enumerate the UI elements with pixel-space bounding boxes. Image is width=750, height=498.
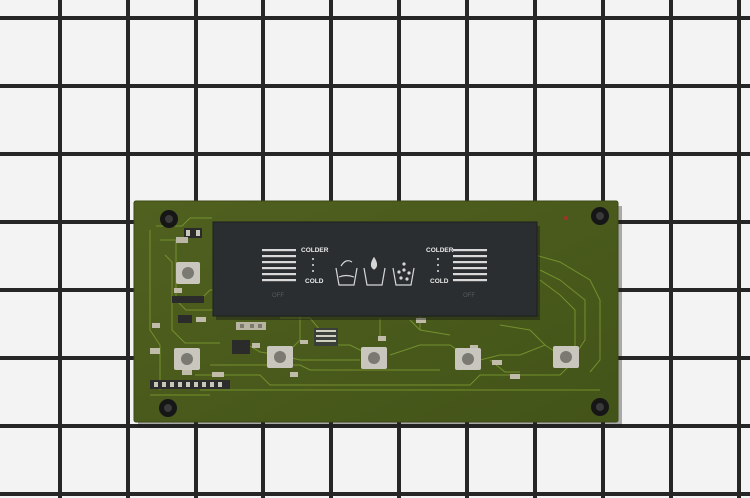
right-off-label: OFF xyxy=(463,293,475,299)
tactile-switches xyxy=(174,262,579,370)
right-cold-label: COLD xyxy=(430,278,449,285)
left-off-label: OFF xyxy=(272,293,284,299)
right-dots xyxy=(437,258,439,272)
left-cold-label: COLD xyxy=(305,278,324,285)
left-colder-label: COLDER xyxy=(301,247,329,254)
mounting-holes xyxy=(159,207,609,417)
tactile-switch-3 xyxy=(361,347,387,369)
tactile-switch-1 xyxy=(176,262,200,284)
right-temperature-bars xyxy=(453,249,487,282)
tactile-switch-5 xyxy=(553,346,579,368)
left-temperature-bars xyxy=(262,249,296,282)
tactile-switch-2 xyxy=(267,346,293,368)
water-drop-icon xyxy=(363,256,386,286)
right-colder-label: COLDER xyxy=(426,247,454,254)
smd-components xyxy=(150,228,520,389)
status-led xyxy=(564,216,568,220)
water-dispense-icon xyxy=(335,260,358,286)
tactile-switch-left-lower xyxy=(174,348,200,370)
left-dots xyxy=(312,258,314,272)
tactile-switch-4 xyxy=(455,348,481,370)
ice-cubes-icon xyxy=(392,262,415,286)
